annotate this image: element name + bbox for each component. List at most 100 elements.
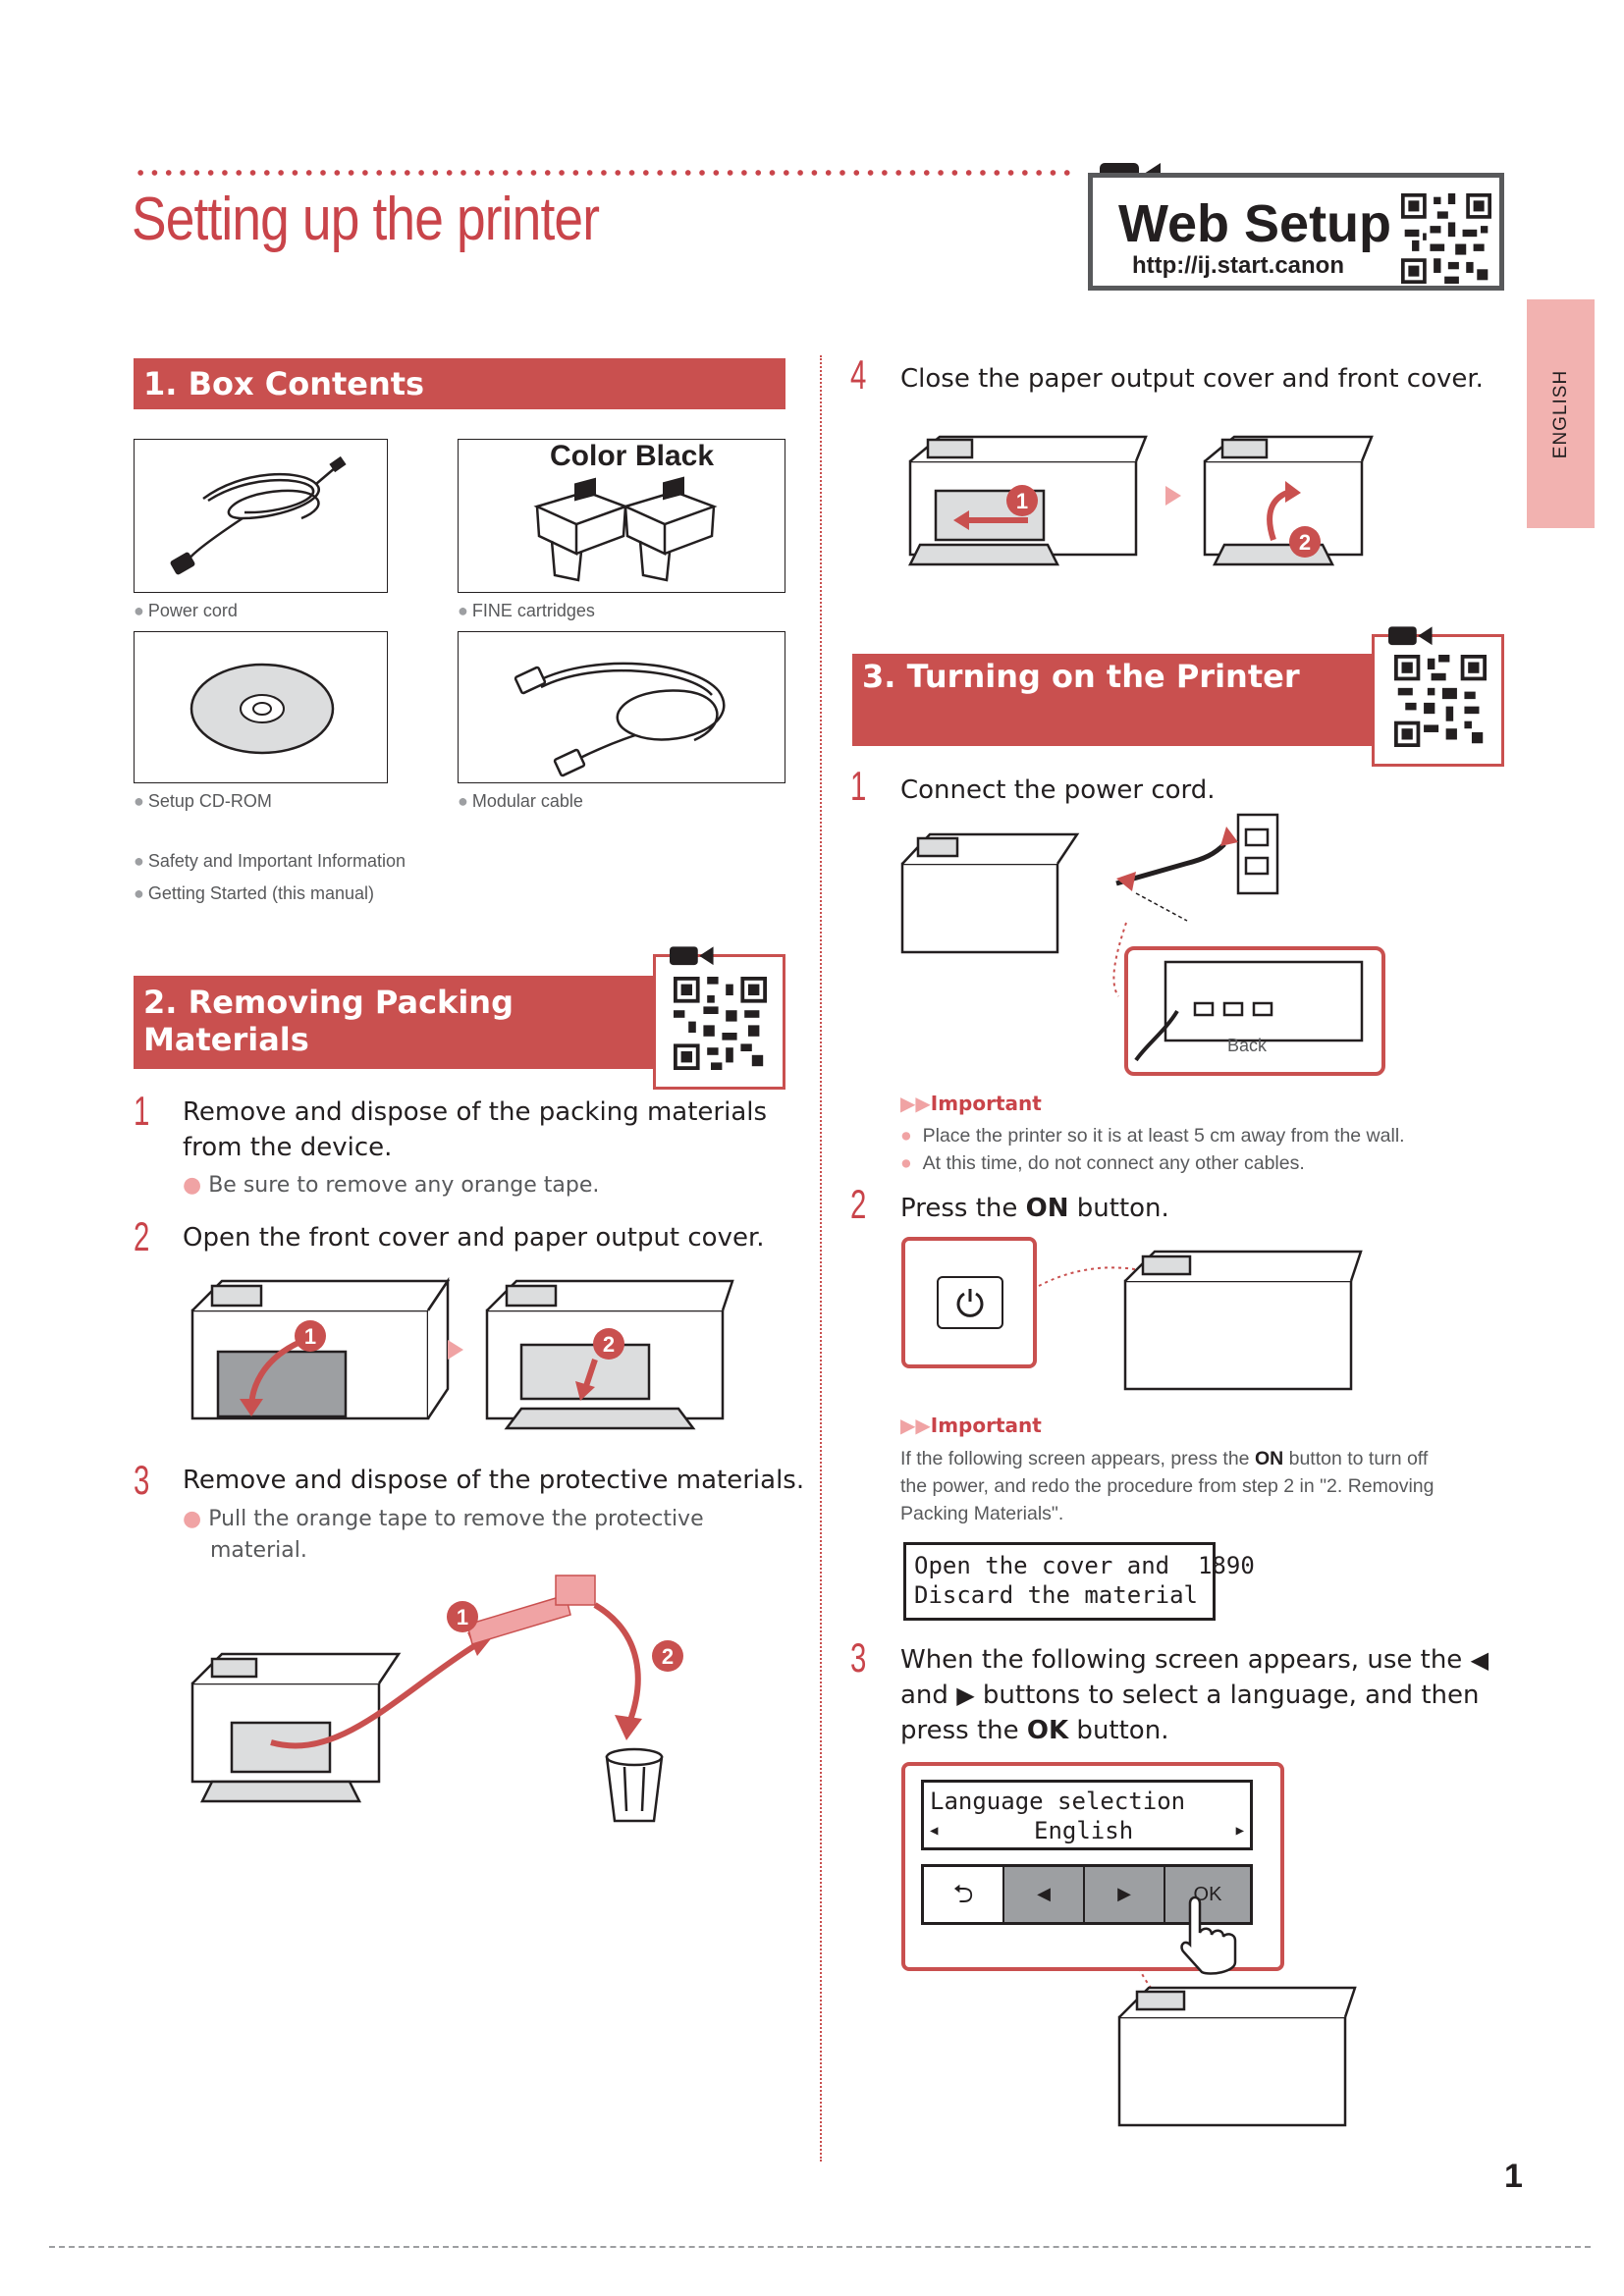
power-button[interactable] xyxy=(937,1276,1003,1329)
item-label-modular-cable: Modular cable xyxy=(471,791,583,811)
power-cord-icon xyxy=(170,455,347,575)
power-icon xyxy=(956,1289,984,1317)
extra-item-caption: ●Safety and Important Information xyxy=(134,851,406,872)
important-label: Important xyxy=(930,1092,1042,1115)
section3-title: 3. Turning on the Printer xyxy=(862,658,1300,695)
video-camera-icon xyxy=(1388,626,1433,646)
step-text: from the device. xyxy=(183,1133,393,1162)
svg-text:2: 2 xyxy=(662,1644,674,1669)
title-dotted-rule xyxy=(134,170,1076,176)
fine-cartridges-image: Color Black xyxy=(458,439,785,593)
web-setup-url[interactable]: http://ij.start.canon xyxy=(1132,252,1344,279)
cartridges-icon xyxy=(533,476,718,582)
section3-header: 3. Turning on the Printer xyxy=(852,654,1379,746)
step-text-bold: ON xyxy=(1025,1194,1069,1223)
important-chevron-icon: ▶▶ xyxy=(900,1092,931,1115)
column-divider xyxy=(820,355,822,2162)
page-title: Setting up the printer xyxy=(132,186,600,253)
modular-cable-image xyxy=(458,631,785,783)
page-number: 1 xyxy=(1504,2158,1523,2195)
trash-can-icon xyxy=(605,1747,664,1823)
lcd-line: English xyxy=(1034,1817,1134,1844)
important-heading: ▶▶Important xyxy=(900,1092,1042,1115)
web-setup-box[interactable]: Web Setup http://ij.start.canon xyxy=(1088,173,1504,291)
cartridge-black-label: Black xyxy=(635,440,715,472)
bullet-dot: ● xyxy=(134,601,144,620)
item-caption: ●Power cord xyxy=(134,601,238,621)
lcd-line: Open the cover and 1890 xyxy=(914,1552,1255,1579)
important-item: ● At this time, do not connect any other… xyxy=(900,1149,1305,1177)
step-number: 3 xyxy=(134,1457,150,1503)
step-text-part: buttons to select a language, and then xyxy=(982,1681,1480,1710)
modular-cable-icon xyxy=(514,662,726,777)
section2-title: 2. Removing Packing Materials xyxy=(143,984,514,1058)
step-number: 3 xyxy=(850,1634,867,1681)
important-text-part: If the following screen appears, press t… xyxy=(900,1448,1255,1469)
step-text: When the following screen appears, use t… xyxy=(900,1642,1489,1678)
step-text: Press the ON button. xyxy=(900,1191,1169,1226)
left-button[interactable]: ◀ xyxy=(1004,1867,1085,1922)
svg-text:2: 2 xyxy=(603,1332,615,1357)
language-tab-label: ENGLISH xyxy=(1549,369,1571,458)
extra-item-safety: Safety and Important Information xyxy=(147,851,406,871)
bullet-dot: ● xyxy=(183,1507,209,1531)
step-number: 1 xyxy=(134,1088,150,1134)
important-chevron-icon: ▶▶ xyxy=(900,1414,931,1437)
footer-rule xyxy=(49,2246,1591,2248)
power-cord-image xyxy=(134,439,388,593)
bullet-dot: ● xyxy=(458,601,468,620)
connect-power-cord-illustration xyxy=(900,813,1385,1076)
web-setup-title: Web Setup xyxy=(1118,194,1392,253)
printer-final-illustration xyxy=(1117,1967,1357,2127)
svg-text:1: 1 xyxy=(304,1324,316,1349)
qr-code-icon xyxy=(1394,655,1487,747)
left-arrow-icon: ◀ xyxy=(1470,1646,1489,1674)
step-bullet-text: Pull the orange tape to remove the prote… xyxy=(208,1507,704,1531)
item-caption: ●FINE cartridges xyxy=(458,601,595,621)
right-arrow-icon: ▶ xyxy=(1117,1884,1131,1904)
bullet-dot: ● xyxy=(134,791,144,811)
bullet-dot: ● xyxy=(900,1152,923,1174)
step-text-part: When the following screen appears, use t… xyxy=(900,1645,1463,1675)
step-text: Close the paper output cover and front c… xyxy=(900,364,1484,394)
step-text-part: button. xyxy=(1068,1716,1169,1745)
step-text-part: press the xyxy=(900,1716,1027,1745)
section1-title: 1. Box Contents xyxy=(143,365,425,402)
lcd-line: Discard the material xyxy=(914,1581,1198,1609)
bullet-dot: ● xyxy=(458,791,468,811)
section3-qr-box[interactable] xyxy=(1372,634,1504,767)
item-label-power-cord: Power cord xyxy=(147,601,238,620)
step-bullet-text: Be sure to remove any orange tape. xyxy=(208,1173,600,1198)
section1-header: 1. Box Contents xyxy=(134,358,785,409)
lcd-line: Language selection xyxy=(930,1788,1186,1815)
item-caption: ●Setup CD-ROM xyxy=(134,791,272,812)
printer-close-cover-illustration: 1 2 xyxy=(907,435,1374,566)
extra-item-caption: ●Getting Started (this manual) xyxy=(134,883,374,904)
cartridge-color-label: Color xyxy=(550,440,627,472)
right-button[interactable]: ▶ xyxy=(1085,1867,1165,1922)
back-button[interactable]: ⮌ xyxy=(924,1867,1004,1922)
step-text-part: button. xyxy=(1068,1194,1169,1223)
important-item-text: At this time, do not connect any other c… xyxy=(922,1152,1305,1174)
step-text: Remove and dispose of the packing materi… xyxy=(183,1097,768,1127)
step-number: 1 xyxy=(850,763,867,809)
qr-code-icon xyxy=(1401,193,1491,284)
left-arrow-icon: ◀ xyxy=(1037,1884,1051,1904)
section2-header: 2. Removing Packing Materials xyxy=(134,976,660,1069)
step-text-part: and xyxy=(900,1681,948,1710)
step-number: 4 xyxy=(850,351,867,398)
section2-qr-box[interactable] xyxy=(653,954,785,1090)
step-text: Open the front cover and paper output co… xyxy=(183,1223,765,1253)
step-bullet: ● Pull the orange tape to remove the pro… xyxy=(183,1504,704,1535)
svg-text:1: 1 xyxy=(457,1605,468,1629)
on-button-panel[interactable] xyxy=(901,1237,1037,1368)
step-number: 2 xyxy=(850,1181,867,1227)
svg-text:2: 2 xyxy=(1299,530,1311,555)
item-label-setup-cd: Setup CD-ROM xyxy=(147,791,272,811)
step-number: 2 xyxy=(134,1213,150,1259)
video-camera-icon xyxy=(670,946,714,966)
important-text: If the following screen appears, press t… xyxy=(900,1445,1428,1472)
bullet-dot: ● xyxy=(900,1125,923,1147)
important-heading: ▶▶Important xyxy=(900,1414,1042,1437)
ok-button[interactable]: OK xyxy=(1165,1867,1250,1922)
